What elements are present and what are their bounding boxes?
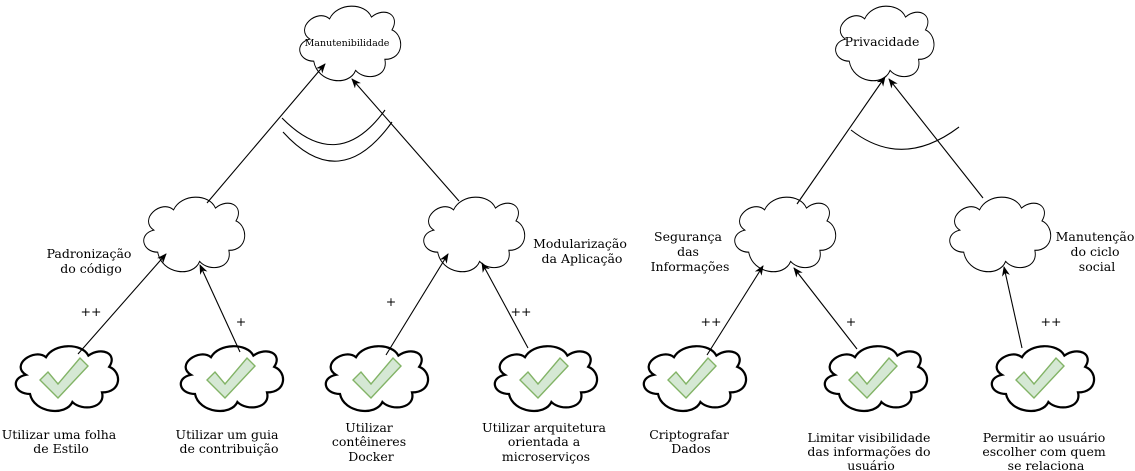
edge-limitar-seguranca [793, 267, 858, 350]
contribution-label: ++ [1041, 314, 1062, 329]
softgoal-manutencao-label: Manutenção do ciclo social [1056, 229, 1135, 274]
softgoal-manutencao[interactable] [949, 196, 1052, 273]
edge-criptografar-seguranca [706, 265, 764, 356]
contribution-label: + [236, 314, 246, 329]
task-folha-estilo-label: Utilizar uma folha de Estilo [2, 427, 121, 456]
contribution-label: ++ [81, 304, 102, 319]
task-microservicos-label: Utilizar arquitetura orientada a microse… [482, 420, 610, 464]
and-arc-manutenibilidade-inner [281, 109, 386, 146]
softgoal-padronizacao-label: Padronização do código [47, 246, 136, 276]
edge-permitir-manutencao [1002, 266, 1023, 349]
contribution-label: + [846, 314, 856, 329]
softgoal-modularizacao-label: Modularização da Aplicação [533, 236, 631, 266]
and-arc-manutenibilidade-outer [282, 121, 393, 162]
task-limitar[interactable] [823, 345, 929, 413]
task-criptografar[interactable] [642, 345, 748, 413]
and-arc-privacidade [850, 126, 960, 150]
contribution-label: ++ [511, 304, 532, 319]
softgoal-modularizacao[interactable] [423, 196, 526, 273]
edge-docker-modularizacao [385, 253, 449, 356]
goal-manutenibilidade[interactable]: Manutenibilidade [299, 5, 402, 82]
task-docker[interactable] [324, 345, 430, 413]
contribution-label: ++ [701, 314, 722, 329]
softgoal-seguranca-label: Segurança das Informações [651, 229, 730, 274]
task-guia-contribuicao[interactable] [179, 345, 285, 413]
goal-privacidade[interactable]: Privacidade [835, 5, 935, 82]
edge-microservicos-modularizacao [481, 262, 529, 349]
task-guia-contribuicao-label: Utilizar um guia de contribuição [176, 427, 283, 456]
edge-folha-padronizacao [77, 253, 167, 355]
task-folha-estilo[interactable] [14, 345, 120, 413]
edge-seguranca-privacidade [796, 76, 886, 205]
goal-manutenibilidade-label: Manutenibilidade [305, 38, 390, 49]
edge-manutencao-privacidade [888, 78, 984, 199]
task-limitar-label: Limitar visibilidade das informações do … [807, 430, 934, 471]
task-criptografar-label: Criptografar Dados [649, 427, 733, 456]
softgoal-padronizacao[interactable] [143, 196, 246, 273]
goal-privacidade-label: Privacidade [845, 34, 920, 49]
task-docker-label: Utilizar contêineres Docker [332, 420, 410, 464]
edge-guia-padronizacao [199, 264, 241, 353]
task-microservicos[interactable] [493, 345, 599, 413]
contribution-label: + [386, 294, 396, 309]
softgoal-seguranca[interactable] [734, 196, 837, 273]
task-permitir[interactable] [990, 345, 1096, 413]
edge-modularizacao-manutenibilidade [351, 78, 460, 202]
task-permitir-label: Permitir ao usuário escolher com quem se… [982, 430, 1109, 471]
edge-padronizacao-manutenibilidade [206, 63, 326, 204]
